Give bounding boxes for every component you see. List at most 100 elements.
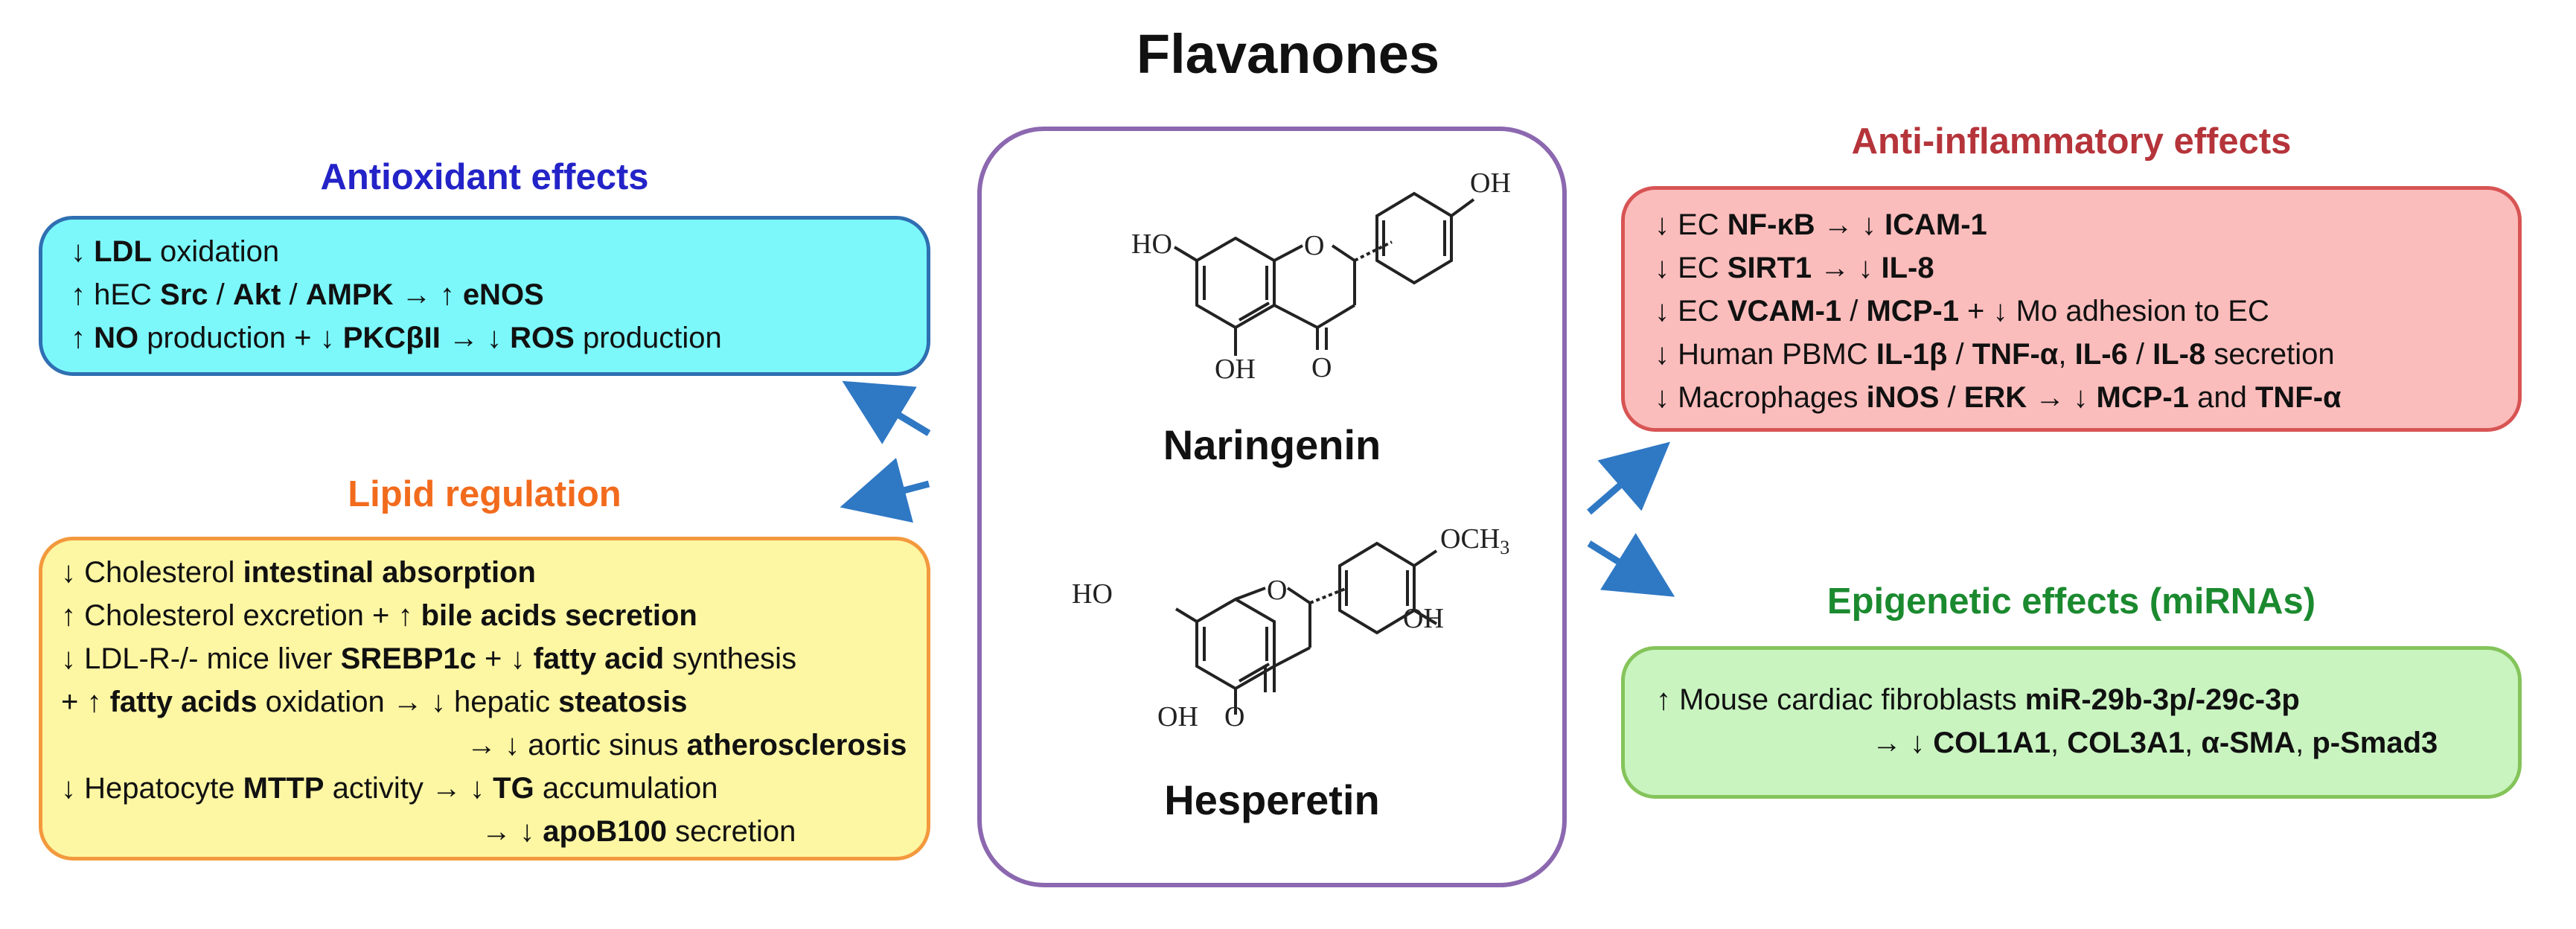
epigenetic-heading: Epigenetic effects (miRNAs) — [1826, 581, 2316, 622]
anti-inflammatory-heading: Anti-inflammatory effects — [1851, 121, 2292, 162]
text-run: ↓ LDL-R-/- mice liver — [61, 642, 341, 675]
bold-term: eNOS — [462, 278, 544, 311]
hesperetin-ho-label: HO — [1072, 578, 1113, 610]
bold-term: intestinal absorption — [243, 556, 536, 589]
text-run: ↓ EC — [1655, 295, 1728, 328]
bold-term: IL-6 — [2074, 338, 2128, 371]
hesperetin-och3-label: OCH3 — [1440, 523, 1509, 558]
text-run: , — [2058, 338, 2075, 371]
arrow-to-lipid — [840, 458, 930, 523]
text-run: → ↓ — [2027, 381, 2097, 414]
bold-term: MTTP — [243, 772, 325, 805]
bold-term: COL3A1 — [2067, 727, 2185, 759]
text-run: secretion — [666, 815, 796, 848]
text-run: ↑ Mouse cardiac fibroblasts — [1656, 683, 2025, 716]
bold-term: ERK — [1963, 381, 2027, 414]
text-run: ↓ Macrophages — [1655, 381, 1867, 414]
text-run: + ↓ — [476, 642, 534, 675]
text-run: ↓ Human PBMC — [1655, 338, 1876, 371]
naringenin-oh-bottom-label: OH — [1215, 354, 1256, 385]
text-run: ↑ hEC — [71, 278, 161, 311]
text-run: oxidation → ↓ hepatic — [257, 686, 559, 718]
bold-term: SIRT1 — [1727, 252, 1812, 284]
lipid-regulation-box: ↓ Cholesterol intestinal absorption ↑ Ch… — [39, 537, 930, 861]
text-run: production + ↓ — [138, 322, 343, 354]
bold-term: TNF-α — [2254, 381, 2342, 414]
epigenetic-effects-box: ↑ Mouse cardiac fibroblasts miR-29b-3p/-… — [1621, 646, 2522, 799]
bold-term: apoB100 — [543, 815, 667, 848]
text-run: ↓ EC — [1655, 208, 1728, 241]
inflammatory-line: ↓ EC SIRT1 → ↓ IL-8 — [1655, 246, 2518, 290]
text-run: / — [281, 278, 306, 311]
bold-term: TNF-α — [1972, 338, 2059, 371]
bold-term: PKCβII — [342, 322, 441, 354]
bold-term: fatty acid — [533, 642, 665, 675]
lipid-line: → ↓ aortic sinus atherosclerosis — [61, 724, 927, 767]
lipid-line: ↓ LDL-R-/- mice liver SREBP1c + ↓ fatty … — [61, 637, 927, 680]
text-run: , — [2295, 727, 2313, 759]
text-run: oxidation — [151, 235, 280, 268]
bold-term: p-Smad3 — [2312, 727, 2438, 759]
text-run: + ↑ — [61, 686, 110, 718]
naringenin-ring-o-label: O — [1304, 230, 1324, 261]
lipid-line: ↓ Cholesterol intestinal absorption — [61, 551, 927, 594]
bold-term: IL-8 — [1881, 252, 1934, 284]
bold-term: α-SMA — [2201, 727, 2296, 759]
naringenin-ho-label: HO — [1131, 229, 1172, 260]
bold-term: iNOS — [1866, 381, 1940, 414]
inflammatory-line: ↓ EC VCAM-1 / MCP-1 + ↓ Mo adhesion to E… — [1655, 290, 2518, 333]
text-run: → ↓ — [1815, 208, 1885, 241]
hesperetin-structure — [1174, 541, 1438, 715]
text-run: → ↓ aortic sinus — [467, 729, 687, 762]
text-run: ↑ Cholesterol excretion + ↑ — [61, 599, 421, 632]
hesperetin-oh-right-label: OH — [1403, 603, 1444, 634]
bold-term: NF-κB — [1727, 208, 1815, 241]
hesperetin-ring-o-label: O — [1267, 575, 1287, 606]
inflammatory-line: ↓ EC NF-κB → ↓ ICAM-1 — [1655, 203, 2518, 246]
lipid-line: ↓ Hepatocyte MTTP activity → ↓ TG accumu… — [61, 767, 927, 810]
bold-term: NO — [94, 322, 139, 354]
bold-term: AMPK — [305, 278, 394, 311]
antioxidant-line: ↓ LDL oxidation — [71, 230, 927, 273]
lipid-line: ↑ Cholesterol excretion + ↑ bile acids s… — [61, 594, 927, 637]
text-run: ↑ — [71, 322, 95, 354]
bold-term: SREBP1c — [340, 642, 476, 675]
bold-term: atherosclerosis — [686, 729, 907, 762]
text-run: / — [208, 278, 233, 311]
text-run: → ↓ — [1872, 727, 1934, 759]
arrow-to-antioxidant — [842, 380, 931, 444]
text-run: accumulation — [534, 772, 718, 805]
text-run: / — [1947, 338, 1972, 371]
text-run: ↓ Cholesterol — [61, 556, 243, 589]
flavanones-center-box — [977, 127, 1567, 887]
text-run: production — [574, 322, 722, 354]
lipid-line: + ↑ fatty acids oxidation → ↓ hepatic st… — [61, 680, 927, 724]
bold-term: COL1A1 — [1933, 727, 2051, 759]
text-run: synthesis — [664, 642, 797, 675]
antioxidant-line: ↑ hEC Src / Akt / AMPK → ↑ eNOS — [71, 273, 927, 316]
text-run: / — [2127, 338, 2153, 371]
text-run: secretion — [2205, 338, 2335, 371]
hesperetin-name: Hesperetin — [1164, 776, 1380, 823]
text-run: → ↓ — [1812, 252, 1882, 284]
naringenin-oh-top-label: OH — [1470, 167, 1511, 199]
bold-term: MCP-1 — [2096, 381, 2189, 414]
text-run: activity → ↓ — [324, 772, 493, 805]
diagram-title: Flavanones — [1136, 23, 1440, 85]
bold-term: Akt — [232, 278, 281, 311]
text-run: and — [2188, 381, 2255, 414]
inflammatory-line: ↓ Macrophages iNOS / ERK → ↓ MCP-1 and T… — [1655, 376, 2518, 419]
antioxidant-line: ↑ NO production + ↓ PKCβII → ↓ ROS produ… — [71, 316, 927, 360]
text-run: / — [1841, 295, 1867, 328]
bold-term: Src — [160, 278, 208, 311]
bold-term: MCP-1 — [1866, 295, 1959, 328]
text-run: → ↑ — [393, 278, 463, 311]
bold-term: ICAM-1 — [1884, 208, 1987, 241]
arrow-to-epigenetic — [1587, 533, 1675, 597]
bold-term: fatty acids — [109, 686, 258, 718]
antioxidant-effects-box: ↓ LDL oxidation ↑ hEC Src / Akt / AMPK →… — [39, 216, 930, 376]
bold-term: ROS — [510, 322, 575, 354]
arrow-to-inflammatory — [1587, 441, 1671, 515]
epigenetic-line: ↑ Mouse cardiac fibroblasts miR-29b-3p/-… — [1656, 678, 2518, 721]
